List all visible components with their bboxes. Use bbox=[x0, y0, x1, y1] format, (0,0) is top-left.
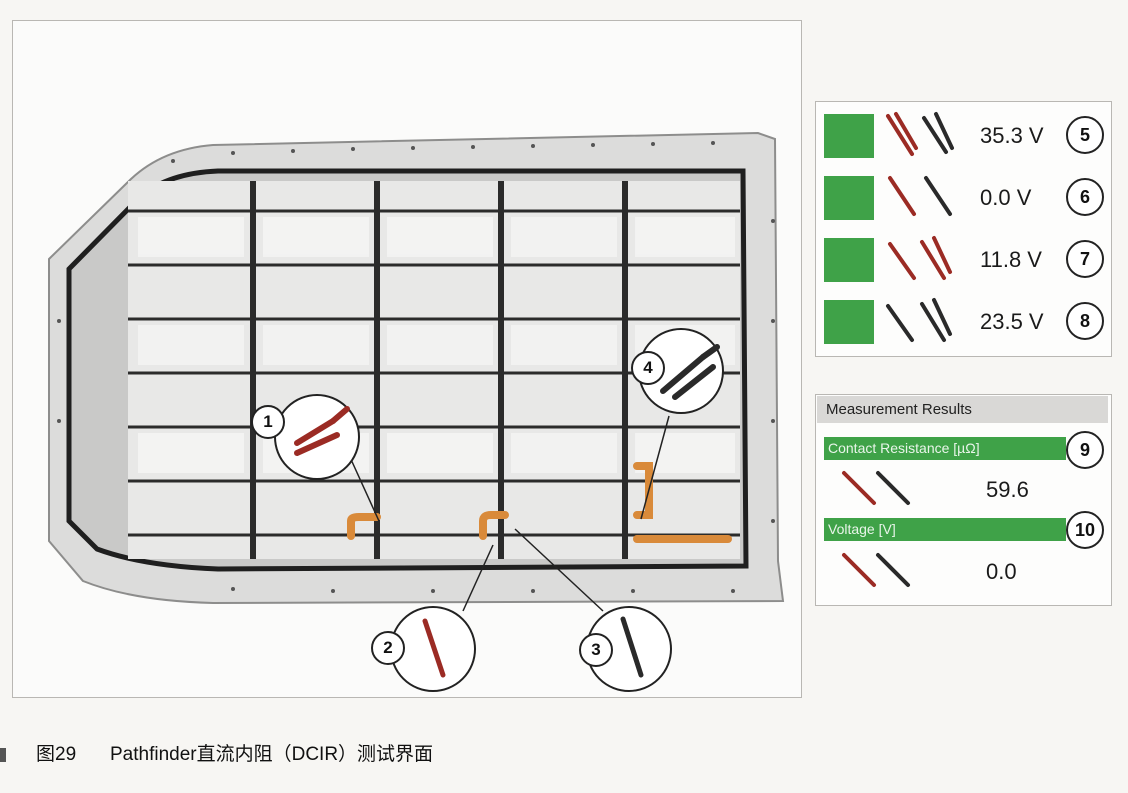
probe-pair-icon bbox=[886, 112, 954, 156]
callout-leaders bbox=[348, 415, 670, 612]
badge-7: 7 bbox=[1066, 240, 1104, 278]
callout-1-red-clip bbox=[294, 406, 350, 456]
status-indicator bbox=[824, 176, 874, 220]
contact-resistance-probe-icon bbox=[842, 471, 910, 505]
voltage-row-8: 23.5 V 8 bbox=[816, 292, 1111, 350]
cell-highlights bbox=[138, 217, 735, 473]
badge-9: 9 bbox=[1066, 431, 1104, 469]
status-indicator bbox=[824, 300, 874, 344]
voltage-row-5: 35.3 V 5 bbox=[816, 106, 1111, 164]
callout-number-1: 1 bbox=[251, 405, 285, 439]
tray-rivets bbox=[57, 141, 775, 593]
contact-resistance-label: Contact Resistance [µΩ] bbox=[824, 437, 1066, 460]
voltage-value: 0.0 V bbox=[980, 185, 1032, 210]
module-grid bbox=[128, 181, 740, 559]
figure-caption: 图29 Pathfinder直流内阻（DCIR）测试界面 bbox=[0, 740, 800, 770]
status-indicator bbox=[824, 238, 874, 282]
callout-number-4: 4 bbox=[631, 351, 665, 385]
caption-text: Pathfinder直流内阻（DCIR）测试界面 bbox=[110, 744, 434, 765]
voltage-value: 11.8 V bbox=[980, 247, 1042, 272]
voltage-value: 23.5 V bbox=[980, 309, 1044, 334]
voltage-readings-panel: 35.3 V 5 0.0 V 6 11.8 V 7 bbox=[815, 101, 1112, 357]
caption-figure-number: 图29 bbox=[36, 744, 77, 765]
callout-4-black-clip bbox=[660, 344, 720, 400]
contact-resistance-value: 59.6 bbox=[986, 477, 1029, 502]
probe-pair-icon bbox=[888, 236, 952, 280]
bus-bars bbox=[347, 462, 732, 543]
measurement-results-title: Measurement Results bbox=[817, 396, 1108, 423]
measurement-results-panel: Measurement Results Contact Resistance [… bbox=[815, 394, 1112, 606]
voltage-row-7: 11.8 V 7 bbox=[816, 230, 1111, 288]
battery-pack-drawing bbox=[48, 131, 785, 692]
callout-3-black-probe bbox=[620, 616, 644, 678]
badge-6: 6 bbox=[1066, 178, 1104, 216]
voltage-row-6: 0.0 V 6 bbox=[816, 168, 1111, 226]
callout-circles bbox=[274, 328, 724, 692]
probe-pair-icon bbox=[886, 298, 952, 342]
callout-2-red-probe bbox=[422, 618, 446, 678]
badge-10: 10 bbox=[1066, 511, 1104, 549]
badge-5: 5 bbox=[1066, 116, 1104, 154]
callout-number-3: 3 bbox=[579, 633, 613, 667]
voltage-probe-icon bbox=[842, 553, 910, 587]
voltage-label: Voltage [V] bbox=[824, 518, 1066, 541]
voltage-value: 35.3 V bbox=[980, 123, 1044, 148]
badge-8: 8 bbox=[1066, 302, 1104, 340]
battery-pack-figure: 1 2 3 4 bbox=[12, 20, 802, 698]
status-indicator bbox=[824, 114, 874, 158]
caption-marker bbox=[0, 748, 6, 762]
callout-number-2: 2 bbox=[371, 631, 405, 665]
voltage-value: 0.0 bbox=[986, 559, 1017, 584]
probe-pair-icon bbox=[888, 176, 952, 216]
